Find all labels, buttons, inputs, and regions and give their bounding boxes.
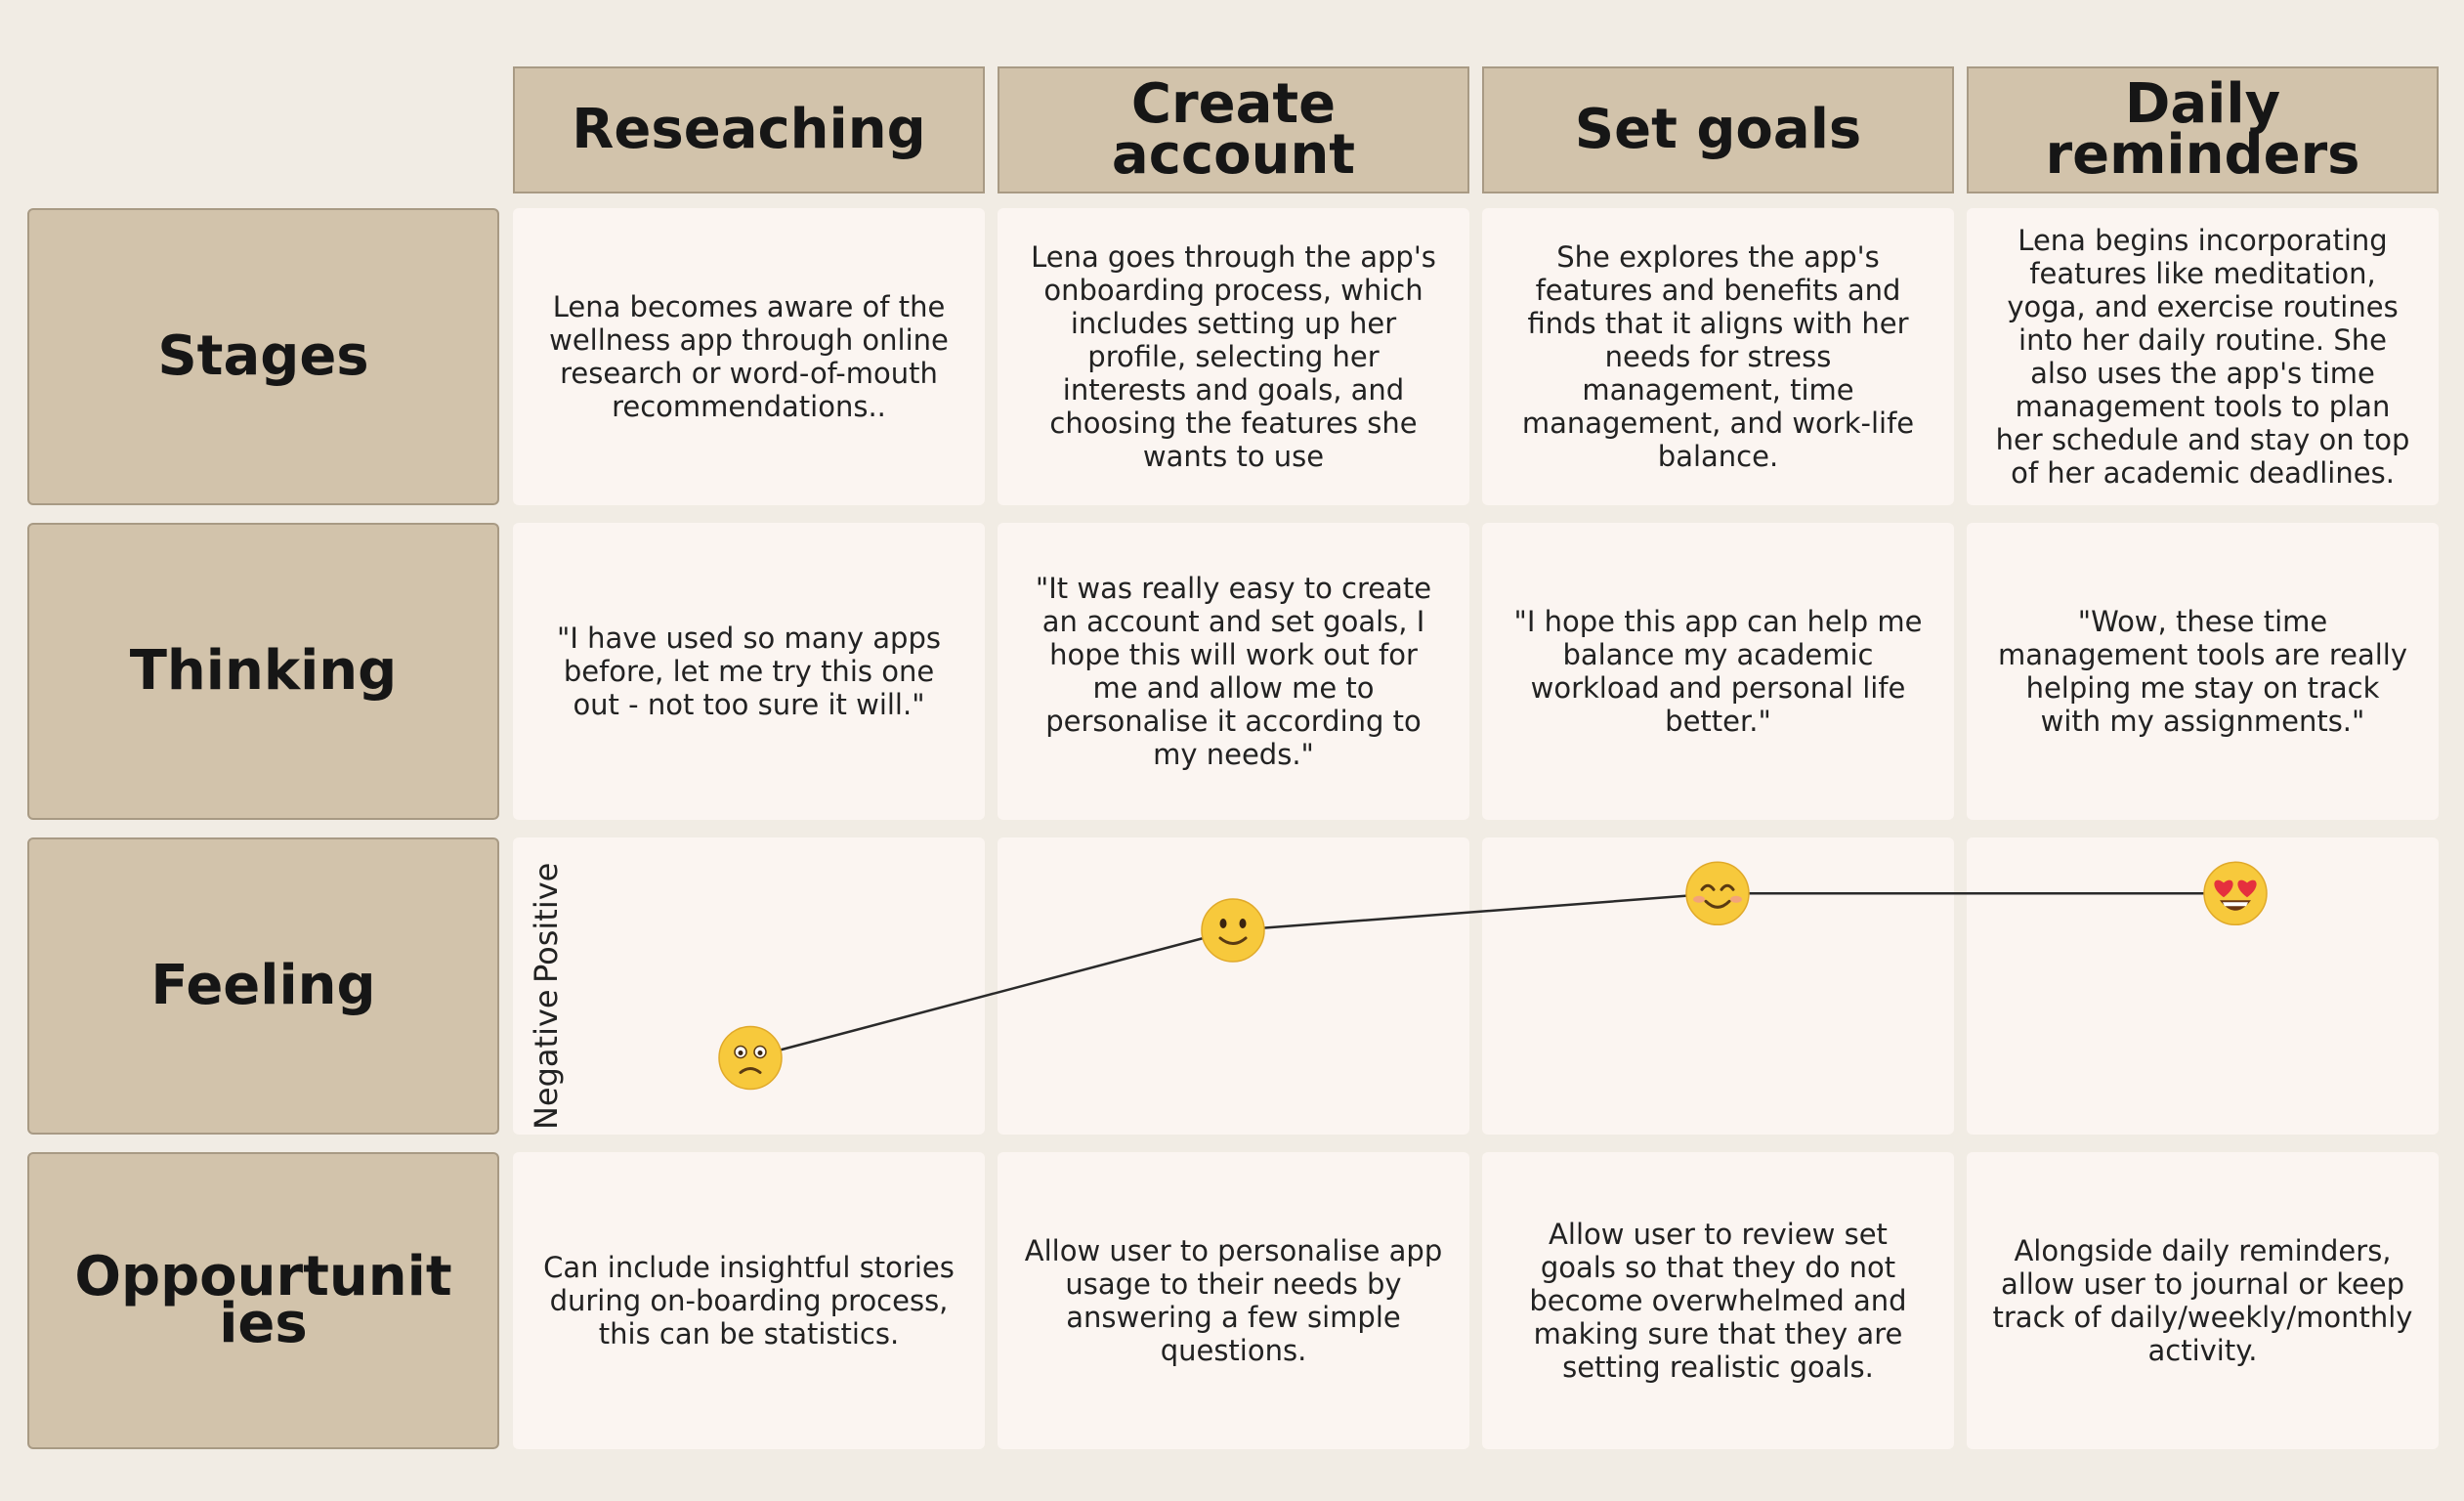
thinking-cell-daily-reminders: "Wow, these time management tools are re… xyxy=(1967,523,2439,820)
feeling-cell-daily-reminders xyxy=(1967,837,2439,1135)
feeling-cell-create-account xyxy=(998,837,1469,1135)
thinking-cell-set-goals: "I hope this app can help me balance my … xyxy=(1482,523,1954,820)
opportunities-cell-daily-reminders: Alongside daily reminders, allow user to… xyxy=(1967,1152,2439,1449)
feeling-cell-set-goals xyxy=(1482,837,1954,1135)
opportunities-cell-set-goals: Allow user to review set goals so that t… xyxy=(1482,1152,1954,1449)
axis-label-negative: Negative xyxy=(528,989,565,1130)
stages-cell-researching: Lena becomes aware of the wellness app t… xyxy=(513,208,985,505)
column-header-create-account: Create account xyxy=(998,66,1469,193)
column-header-researching: Reseaching xyxy=(513,66,985,193)
feeling-cell-researching xyxy=(513,837,985,1135)
stages-cell-set-goals: She explores the app's features and bene… xyxy=(1482,208,1954,505)
thinking-cell-create-account: "It was really easy to create an account… xyxy=(998,523,1469,820)
row-header-thinking: Thinking xyxy=(27,523,499,820)
row-header-feeling: Feeling xyxy=(27,837,499,1135)
row-header-opportunities: Oppourtunities xyxy=(27,1152,499,1449)
axis-label-positive: Positive xyxy=(528,862,565,983)
stages-cell-create-account: Lena goes through the app's onboarding p… xyxy=(998,208,1469,505)
row-header-stages: Stages xyxy=(27,208,499,505)
stages-cell-daily-reminders: Lena begins incorporating features like … xyxy=(1967,208,2439,505)
opportunities-cell-create-account: Allow user to personalise app usage to t… xyxy=(998,1152,1469,1449)
opportunities-cell-researching: Can include insightful stories during on… xyxy=(513,1152,985,1449)
column-header-daily-reminders: Daily reminders xyxy=(1967,66,2439,193)
feeling-axis-label: Negative Positive xyxy=(528,846,567,1130)
column-header-set-goals: Set goals xyxy=(1482,66,1954,193)
thinking-cell-researching: "I have used so many apps before, let me… xyxy=(513,523,985,820)
